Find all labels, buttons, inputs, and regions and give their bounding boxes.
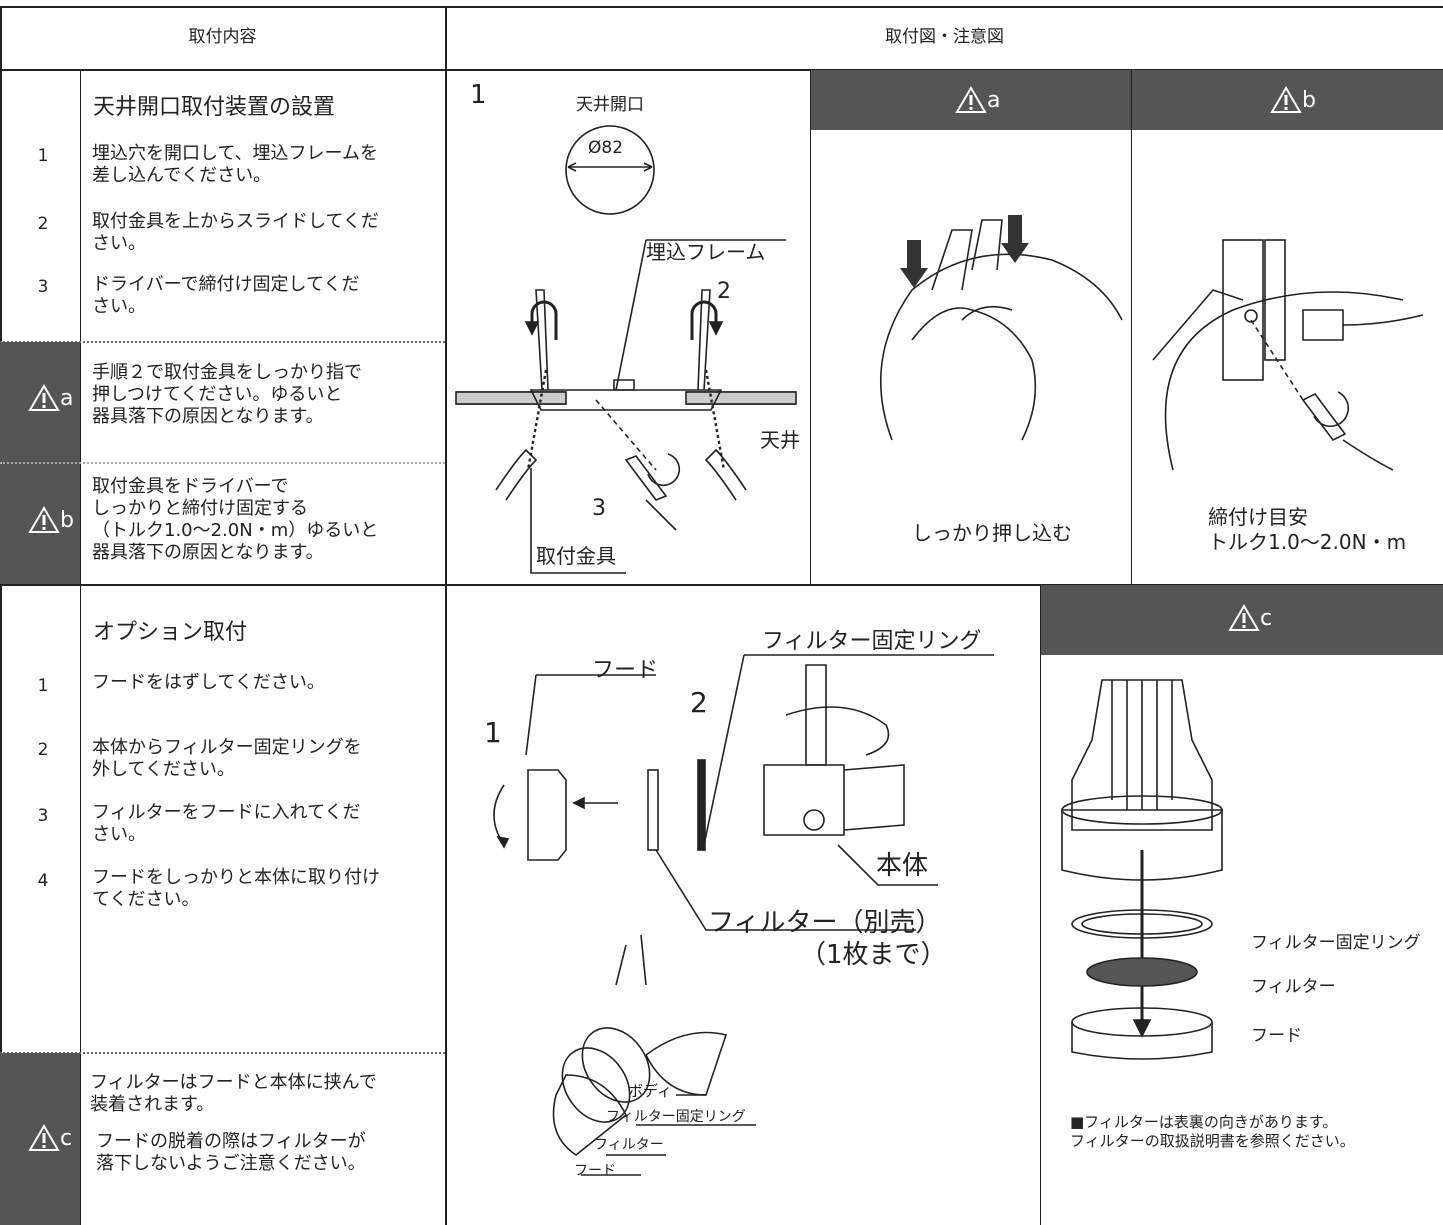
caution-c-mark: c [28, 1124, 72, 1152]
option-installation-diagram [493, 654, 994, 1176]
section2-step2-text: 本体からフィルター固定リングを 外してください。 [92, 737, 362, 780]
exploded-filter-label: フィルター [594, 1137, 664, 1153]
panel-c-header [1041, 585, 1443, 655]
header-bottom-border [0, 69, 1443, 71]
panel-c-hood-label: フード [1251, 1026, 1302, 1046]
caution-b-mark: b [28, 506, 74, 534]
filter-stack-illustration [1061, 679, 1223, 1060]
hood-label: フード [592, 658, 659, 683]
panel-b-letter: b [1302, 87, 1316, 113]
section2-step3-num: 3 [37, 806, 49, 826]
panel-a-mark: a [955, 86, 1000, 114]
caution-a-mark: a [28, 384, 73, 412]
pressing-bracket-illustration [879, 215, 1123, 441]
dotted-divider [0, 341, 445, 343]
section1-step2-text: 取付金具を上からスライドしてくだ さい。 [92, 211, 379, 254]
table-top-border [0, 6, 1443, 8]
panel-divider-3 [1040, 584, 1041, 1225]
warning-icon [1228, 604, 1260, 631]
body-label: 本体 [876, 851, 929, 881]
panel-c-note: ■フィルターは表裏の向きがあります。 フィルターの取扱説明書を参照ください。 [1070, 1113, 1355, 1150]
table-left-border [0, 6, 2, 1225]
caution-c-letter: c [60, 1125, 73, 1151]
step3-marker: 3 [592, 496, 606, 521]
section1-title: 天井開口取付装置の設置 [93, 95, 336, 120]
warning-icon [1270, 86, 1302, 113]
header-right: 取付図・注意図 [885, 27, 1004, 47]
section1-step1-num: 1 [37, 146, 49, 166]
step2-marker: 2 [717, 279, 731, 304]
panel-divider-1 [810, 69, 811, 584]
panel-a-letter: a [987, 87, 1001, 113]
diameter-label: Ø82 [588, 138, 624, 158]
ceiling-label: 天井 [760, 428, 800, 452]
fig2-step2: 2 [690, 686, 708, 719]
exploded-body-label: ボディ [628, 1082, 672, 1100]
ceiling-opening-label: 天井開口 [576, 95, 644, 115]
ceiling-installation-diagram [455, 125, 797, 574]
panel-a-caption: しっかり押し込む [912, 521, 1072, 545]
warning-icon [28, 506, 60, 533]
dotted-divider [0, 462, 445, 464]
filter-sold-separately-label: フィルター（別売） [708, 908, 942, 938]
filter-ring-label: フィルター固定リング [762, 629, 982, 654]
section2-step4-num: 4 [37, 871, 49, 891]
bracket-label: 取付金具 [536, 544, 616, 568]
panel-b-caption: 締付け目安 トルク1.0〜2.0N・m [1208, 505, 1407, 554]
section1-step3-text: ドライバーで締付け固定してくだ さい。 [92, 274, 360, 317]
section2-step1-num: 1 [37, 676, 49, 696]
caution-c-text1: フィルターはフードと本体に挟んで 装着されます。 [90, 1072, 377, 1115]
panel-c-mark: c [1228, 604, 1272, 632]
panel-b-mark: b [1270, 86, 1316, 114]
section1-step1-text: 埋込穴を開口して、埋込フレームを 差し込んでください。 [92, 143, 379, 186]
section2-step4-text: フードをしっかりと本体に取り付け てください。 [92, 867, 380, 910]
caution-c-text2: フードの脱着の際はフィルターが 落下しないようご注意ください。 [96, 1131, 366, 1174]
caution-a-text: 手順２で取付金具をしっかり指で 押しつけてください。ゆるいと 器具落下の原因とな… [92, 362, 362, 427]
warning-icon [955, 86, 987, 113]
panel-c-filter-label: フィルター [1251, 977, 1336, 997]
number-column-divider [80, 69, 81, 1225]
section1-step2-num: 2 [37, 214, 49, 234]
panel-c-ring-label: フィルター固定リング [1251, 933, 1421, 953]
section1-step3-num: 3 [37, 277, 49, 297]
caution-b-letter: b [60, 507, 74, 533]
section2-step3-text: フィルターをフードに入れてくだ さい。 [92, 802, 361, 845]
fig1-number: 1 [470, 80, 487, 110]
column-divider [445, 6, 447, 1225]
dotted-divider [0, 1052, 445, 1054]
caution-b-text: 取付金具をドライバーで しっかりと締付け固定する （トルク1.0〜2.0N・m）… [92, 476, 379, 563]
exploded-ring-label: フィルター固定リング [606, 1109, 746, 1125]
section2-step2-num: 2 [37, 740, 49, 760]
filter-limit-label: （1枚まで） [800, 940, 947, 970]
caution-c-column-bg [0, 1053, 80, 1225]
section2-step1-text: フードをはずしてください。 [92, 672, 325, 693]
section-divider [0, 584, 1443, 586]
caution-a-letter: a [60, 385, 74, 411]
panel-divider-2 [1131, 69, 1132, 584]
header-left: 取付内容 [188, 27, 257, 47]
panel-c-letter: c [1260, 605, 1273, 631]
tightening-screw-illustration [1152, 239, 1424, 471]
section2-title: オプション取付 [93, 620, 248, 645]
warning-icon [28, 1124, 60, 1151]
fig2-step1: 1 [484, 716, 502, 749]
frame-label: 埋込フレーム [646, 240, 766, 264]
warning-icon [28, 384, 60, 411]
